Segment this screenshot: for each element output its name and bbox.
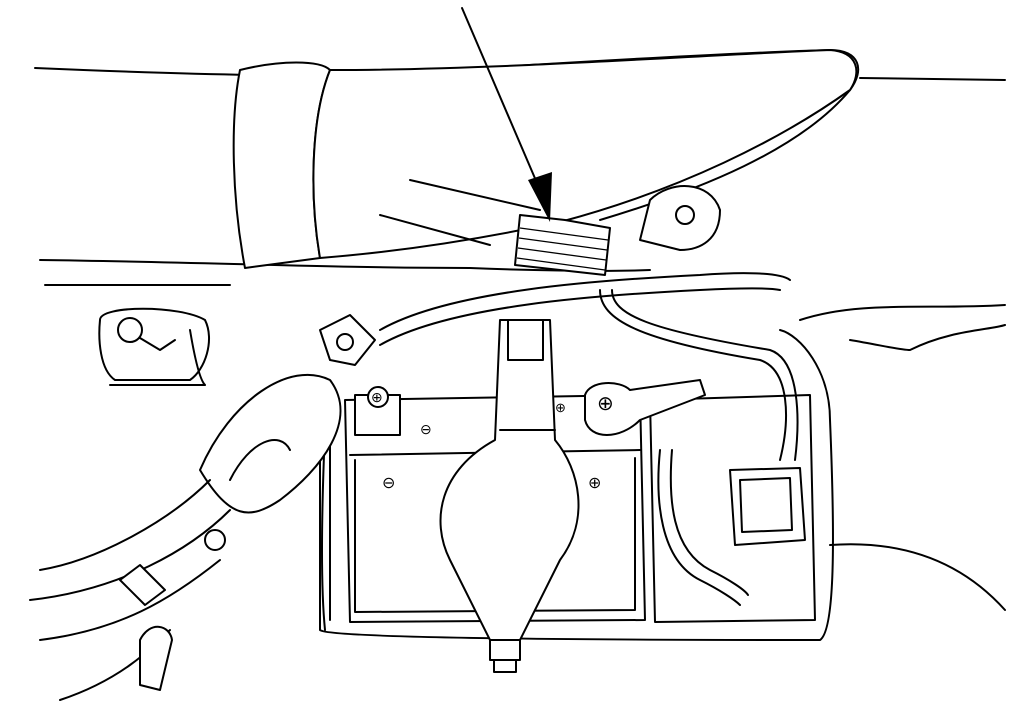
negative-symbol: ⊖ xyxy=(382,475,395,492)
fuse-box xyxy=(649,394,816,623)
negative-terminal: ⊕ ⊖ xyxy=(354,386,432,437)
svg-text:⊕: ⊕ xyxy=(555,400,566,415)
wire-harness xyxy=(320,272,799,631)
hold-down-strap xyxy=(439,319,580,673)
negative-cable-boot xyxy=(199,314,376,514)
positive-terminal-cable: ⊕ ⊕ xyxy=(555,379,706,436)
pointer-arrow xyxy=(461,7,552,222)
svg-text:⊕: ⊕ xyxy=(371,389,383,405)
svg-text:⊖: ⊖ xyxy=(420,421,432,437)
mounting-bracket xyxy=(639,185,721,251)
hatched-part xyxy=(514,214,611,276)
seat-cover xyxy=(232,49,858,269)
left-bolt xyxy=(98,307,210,381)
lower-left-harness xyxy=(29,479,231,701)
positive-symbol: ⊕ xyxy=(588,475,601,492)
svg-text:⊕: ⊕ xyxy=(597,393,614,415)
